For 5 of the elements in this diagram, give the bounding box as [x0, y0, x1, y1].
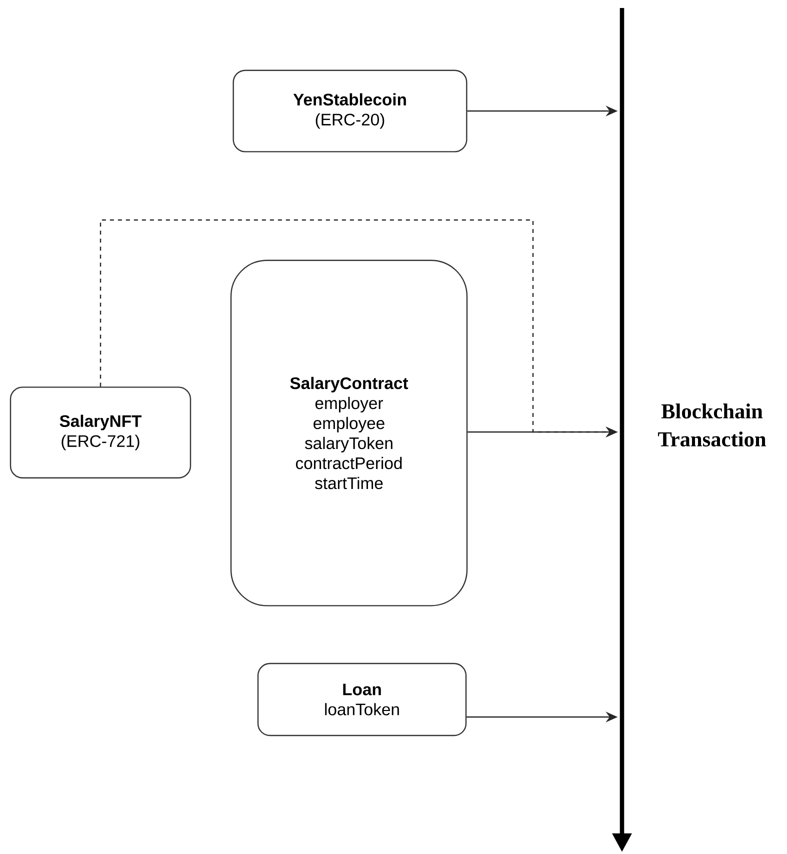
- process-box: SalaryNFT (ERC-721): [10, 386, 192, 478]
- process-box: SalaryContract employer employee salaryToken contractPeriod startTime: [230, 260, 468, 606]
- process-box: Loan loanToken: [257, 662, 467, 736]
- process-box: YenStablecoin (ERC-20): [232, 70, 468, 152]
- axis-label: Blockchain Transaction: [658, 404, 766, 447]
